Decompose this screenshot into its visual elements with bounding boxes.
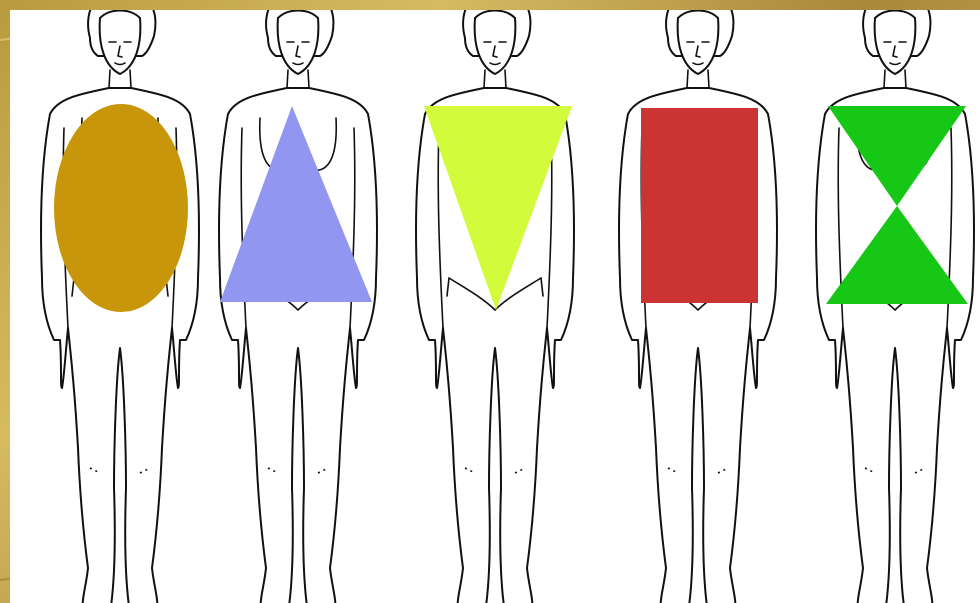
body-shapes-diagram (10, 10, 980, 603)
diagram-panel (10, 10, 980, 603)
figure-2 (219, 10, 377, 603)
figure-4 (619, 10, 777, 603)
woman-outline-2 (219, 10, 377, 603)
woman-outline-5 (816, 10, 974, 603)
figure-1 (41, 10, 199, 603)
figure-5 (816, 10, 974, 603)
oval-shape (54, 104, 188, 312)
figure-3 (416, 10, 574, 603)
rectangle-shape (641, 108, 758, 303)
woman-outline-4 (619, 10, 777, 603)
